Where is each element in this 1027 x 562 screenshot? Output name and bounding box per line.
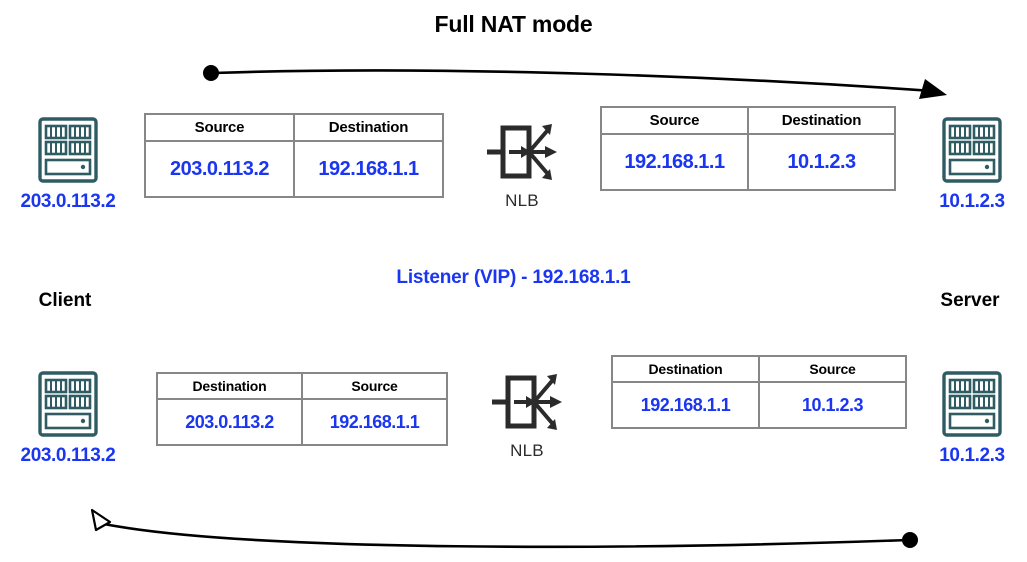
table-cell: 10.1.2.3 bbox=[747, 133, 896, 191]
table-header-row: Source Destination bbox=[144, 113, 444, 142]
server-rack-icon bbox=[8, 112, 128, 188]
table-cell: 203.0.113.2 bbox=[156, 398, 303, 446]
nlb-caption: NLB bbox=[510, 441, 544, 460]
table-cell: 192.168.1.1 bbox=[301, 398, 448, 446]
column-header: Destination bbox=[611, 355, 760, 383]
column-header: Destination bbox=[156, 372, 303, 400]
client-side-label: Client bbox=[38, 290, 92, 311]
packet-table-top-right: Source Destination 192.168.1.1 10.1.2.3 bbox=[600, 106, 896, 191]
table-row: 192.168.1.1 10.1.2.3 bbox=[611, 381, 907, 429]
listener-vip-label: Listener (VIP) - 192.168.1.1 bbox=[396, 267, 631, 288]
response-flow-arrow bbox=[90, 508, 918, 549]
endpoint-ip-label: 10.1.2.3 bbox=[939, 191, 1005, 212]
arrow-end-open-head bbox=[90, 508, 112, 532]
packet-table-bottom-right: Destination Source 192.168.1.1 10.1.2.3 bbox=[611, 355, 907, 429]
nlb-load-balancer-icon bbox=[472, 372, 582, 439]
table-header-row: Destination Source bbox=[611, 355, 907, 383]
endpoint-client-top: 203.0.113.2 bbox=[8, 112, 128, 213]
column-header: Source bbox=[758, 355, 907, 383]
table-cell: 192.168.1.1 bbox=[293, 140, 444, 198]
endpoint-server-bottom: 10.1.2.3 bbox=[912, 366, 1027, 467]
table-cell: 192.168.1.1 bbox=[600, 133, 749, 191]
column-header: Source bbox=[600, 106, 749, 135]
server-side-label: Server bbox=[940, 290, 1000, 311]
arrow-start-dot bbox=[203, 65, 219, 81]
endpoint-ip-label: 10.1.2.3 bbox=[939, 445, 1005, 466]
packet-table-bottom-left: Destination Source 203.0.113.2 192.168.1… bbox=[156, 372, 448, 446]
arrow-start-dot bbox=[902, 532, 918, 548]
nlb-node-bottom: NLB bbox=[472, 372, 582, 461]
arrow-end-head bbox=[919, 79, 947, 99]
table-cell: 10.1.2.3 bbox=[758, 381, 907, 429]
nlb-node-top: NLB bbox=[467, 122, 577, 211]
column-header: Destination bbox=[747, 106, 896, 135]
endpoint-ip-label: 203.0.113.2 bbox=[20, 191, 116, 212]
packet-table-top-left: Source Destination 203.0.113.2 192.168.1… bbox=[144, 113, 444, 198]
page-title: Full NAT mode bbox=[434, 11, 593, 37]
table-row: 192.168.1.1 10.1.2.3 bbox=[600, 133, 896, 191]
table-cell: 203.0.113.2 bbox=[144, 140, 295, 198]
column-header: Source bbox=[144, 113, 295, 142]
endpoint-client-bottom: 203.0.113.2 bbox=[8, 366, 128, 467]
server-rack-icon bbox=[912, 112, 1027, 188]
request-flow-arrow bbox=[203, 65, 947, 99]
table-row: 203.0.113.2 192.168.1.1 bbox=[144, 140, 444, 198]
endpoint-ip-label: 203.0.113.2 bbox=[20, 445, 116, 466]
column-header: Destination bbox=[293, 113, 444, 142]
table-cell: 192.168.1.1 bbox=[611, 381, 760, 429]
table-header-row: Destination Source bbox=[156, 372, 448, 400]
column-header: Source bbox=[301, 372, 448, 400]
table-row: 203.0.113.2 192.168.1.1 bbox=[156, 398, 448, 446]
server-rack-icon bbox=[912, 366, 1027, 442]
table-header-row: Source Destination bbox=[600, 106, 896, 135]
endpoint-server-top: 10.1.2.3 bbox=[912, 112, 1027, 213]
server-rack-icon bbox=[8, 366, 128, 442]
nlb-caption: NLB bbox=[505, 191, 539, 210]
nlb-load-balancer-icon bbox=[467, 122, 577, 189]
